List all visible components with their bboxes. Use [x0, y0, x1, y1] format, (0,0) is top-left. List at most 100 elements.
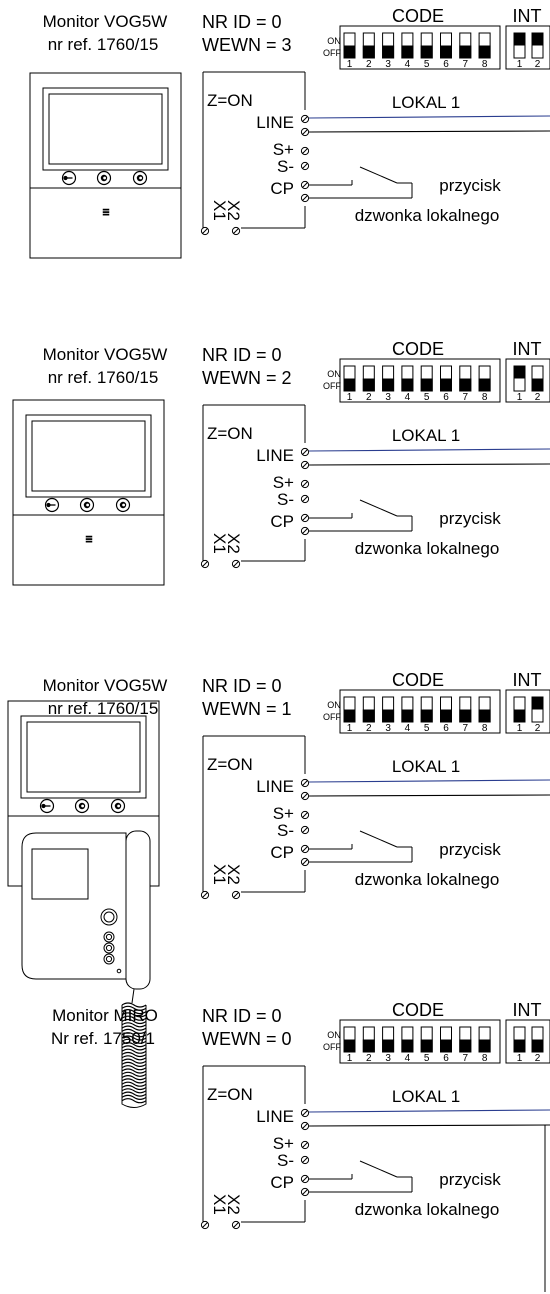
terminal-slash	[302, 148, 308, 154]
screw-terminal	[200, 890, 210, 900]
code-switch-1: 1	[343, 1026, 356, 1064]
screw-terminal	[231, 559, 241, 569]
bus-line-black	[308, 463, 550, 466]
button-contact	[359, 499, 398, 517]
int-label: INT	[513, 1000, 542, 1020]
switch-lever	[401, 709, 414, 723]
monitor-body	[21, 832, 127, 980]
terminal-slash	[302, 780, 308, 786]
terminal-slash	[233, 228, 239, 234]
mute-button-icon	[132, 170, 148, 186]
monitor-miro	[21, 830, 151, 1108]
pushbutton	[309, 1160, 413, 1193]
terminal-slash	[302, 1110, 308, 1116]
int-switch-frame	[505, 689, 550, 734]
screw-terminal	[200, 226, 210, 236]
terminal-slash	[302, 793, 308, 799]
terminal-slash	[302, 1123, 308, 1129]
monitor-screen	[48, 93, 163, 165]
line-label: LINE	[256, 777, 294, 796]
screw-terminal	[300, 494, 310, 504]
code-label: CODE	[392, 670, 444, 690]
terminal-slash	[202, 228, 208, 234]
wewn-label: WEWN = 2	[202, 368, 292, 388]
cp-label: CP	[270, 843, 294, 862]
monitor-screen	[31, 420, 146, 492]
screw-terminal	[300, 513, 310, 523]
grille-line	[85, 540, 93, 543]
screw-terminal	[200, 1220, 210, 1230]
int-switch-1: 1	[513, 32, 526, 70]
switch-number: 1	[517, 1053, 523, 1064]
screw-terminal	[200, 559, 210, 569]
screw-terminal	[300, 479, 310, 489]
monitor-vog5w	[12, 399, 165, 586]
int-switch-frame	[505, 25, 550, 70]
switch-number: 1	[347, 392, 353, 403]
code-switch-1: 1	[343, 696, 356, 734]
switch-number: 3	[385, 723, 391, 734]
screw-terminal	[300, 193, 310, 203]
switch-lever	[459, 378, 472, 392]
switch-lever	[401, 378, 414, 392]
int-switch-2: 2	[531, 32, 544, 70]
pushbutton	[309, 166, 413, 199]
splus-label: S+	[273, 140, 294, 159]
terminal-slash	[302, 182, 308, 188]
monitor-ref: nr ref. 1760/15	[48, 699, 159, 718]
code-switch-5: 5	[420, 1026, 433, 1064]
zon-label: Z=ON	[207, 755, 253, 774]
switch-number: 7	[463, 392, 469, 403]
przycisk-label: przycisk	[439, 176, 501, 195]
screw-terminal	[300, 857, 310, 867]
terminal-slash	[302, 528, 308, 534]
off-label: OFF	[323, 381, 341, 391]
on-label: ON	[327, 700, 341, 710]
switch-lever	[382, 378, 395, 392]
switch-number: 8	[482, 723, 488, 734]
handset	[125, 830, 151, 990]
switch-lever	[401, 1039, 414, 1053]
terminal-slash	[302, 515, 308, 521]
terminal-slash	[302, 846, 308, 852]
screw-terminal	[231, 226, 241, 236]
switch-lever	[440, 378, 452, 392]
int-switch-1: 1	[513, 365, 526, 403]
switch-lever	[478, 1039, 491, 1053]
key-button-icon	[44, 497, 60, 513]
terminal-block	[202, 404, 306, 562]
off-label: OFF	[323, 48, 341, 58]
terminal-slash	[302, 1176, 308, 1182]
switch-number: 7	[463, 1053, 469, 1064]
code-switch-4: 4	[401, 32, 414, 70]
switch-lever	[382, 1039, 395, 1053]
switch-lever	[382, 45, 395, 59]
bus-line-blue	[308, 115, 550, 119]
switch-lever	[478, 378, 491, 392]
cord-lead	[131, 988, 135, 1004]
switch-number: 6	[443, 392, 449, 403]
code-switch-3: 3	[382, 696, 395, 734]
switch-number: 7	[463, 59, 469, 70]
switch-lever	[362, 45, 375, 59]
switch-number: 2	[535, 723, 541, 734]
terminal-slash	[202, 1222, 208, 1228]
code-switch-5: 5	[420, 32, 433, 70]
lokal-label: LOKAL 1	[392, 1087, 460, 1106]
code-switch-8: 8	[478, 1026, 491, 1064]
int-switch-2: 2	[531, 365, 544, 403]
terminal-slash	[233, 561, 239, 567]
switch-lever	[478, 45, 491, 59]
switch-lever	[459, 45, 472, 59]
led-icon	[116, 968, 122, 974]
screw-terminal	[300, 1121, 310, 1131]
x2-label: X2	[224, 533, 243, 554]
switch-lever	[459, 709, 472, 723]
x2-label: X2	[224, 200, 243, 221]
button-contact	[359, 166, 398, 184]
terminal-slash	[202, 892, 208, 898]
key-button-icon	[61, 170, 77, 186]
